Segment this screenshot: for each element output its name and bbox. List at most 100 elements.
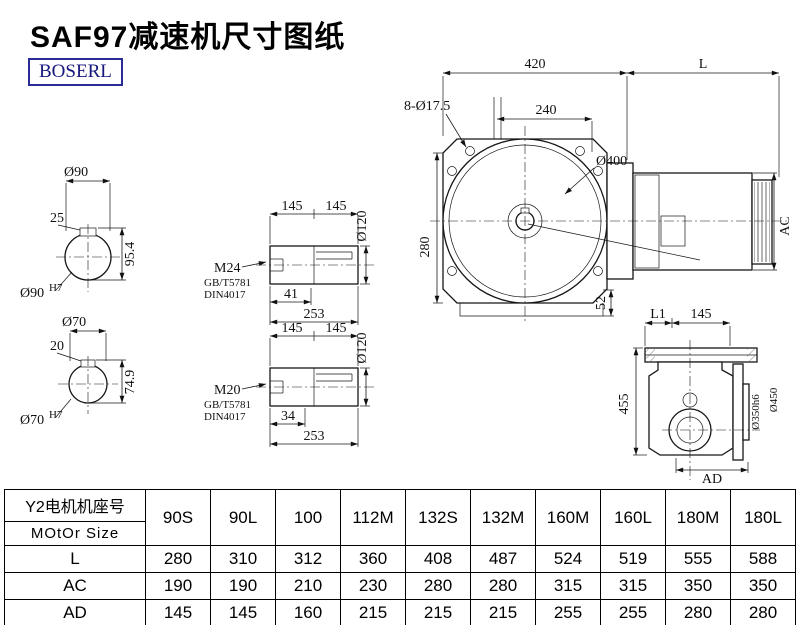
corner-label-cn: Y2电机机座号 [5, 490, 145, 522]
value-cell: 588 [730, 545, 796, 573]
bore-70-tol-sup: H7 [49, 409, 63, 421]
frame-size-cell: 132S [405, 489, 471, 546]
value-cell: 230 [340, 572, 406, 600]
dim-253a-label: 253 [304, 307, 325, 322]
dim-34-label: 34 [281, 409, 295, 424]
value-cell: 555 [665, 545, 731, 573]
value-cell: 145 [210, 599, 276, 625]
dim-145d-label: 145 [326, 321, 347, 336]
std-din4017-label-b: DIN4017 [204, 411, 246, 423]
dim-145b-label: 145 [326, 199, 347, 214]
dim-145-side-label: 145 [691, 307, 712, 322]
std-gbt5781-label-b: GB/T5781 [204, 399, 251, 411]
value-cell: 190 [145, 572, 211, 600]
row-label-cell: L [4, 545, 146, 573]
dim-dia-90-label: Ø90 [64, 165, 88, 180]
dim-L1-label: L1 [650, 307, 666, 322]
dim-dia-120a-label: Ø120 [355, 210, 370, 241]
value-cell: 408 [405, 545, 471, 573]
value-cell: 524 [535, 545, 601, 573]
bore-90-tol-sup: H7 [49, 282, 63, 294]
dim-dia-120b-label: Ø120 [355, 332, 370, 363]
front-view: 420 L 8-Ø17.5 240 Ø400 280 52 AC [404, 57, 793, 322]
frame-size-cell: 112M [340, 489, 406, 546]
corner-label-en: MOtOr Size [30, 525, 120, 542]
frame-size-cell: 90L [210, 489, 276, 546]
value-cell: 280 [730, 599, 796, 625]
value-cell: 280 [405, 572, 471, 600]
frame-size-cell: 90S [145, 489, 211, 546]
dim-280-label: 280 [418, 237, 433, 258]
std-gbt5781-label-a: GB/T5781 [204, 277, 251, 289]
dim-dia-70-label: Ø70 [62, 315, 86, 330]
motor-body [632, 172, 753, 271]
dim-keyheight-954-label: 95.4 [123, 242, 138, 267]
value-cell: 315 [535, 572, 601, 600]
value-cell: 360 [340, 545, 406, 573]
dim-253b-label: 253 [304, 429, 325, 444]
value-cell: 350 [665, 572, 731, 600]
value-cell: 145 [145, 599, 211, 625]
dim-dia-350-label: Ø350h6 [750, 394, 762, 430]
page-title: SAF97减速机尺寸图纸 [30, 21, 346, 54]
value-cell: 255 [535, 599, 601, 625]
dim-AC-label: AC [778, 216, 793, 235]
boserl-logo: BOSERL [28, 58, 123, 86]
table-row-L: L 280 310 312 360 408 487 524 519 555 58… [4, 545, 796, 573]
bore-70-tol-label: Ø70 [20, 413, 44, 428]
value-cell: 215 [470, 599, 536, 625]
row-label-cell: AC [4, 572, 146, 600]
side-output-flange [732, 363, 744, 461]
value-cell: 487 [470, 545, 536, 573]
frame-size-cell: 160M [535, 489, 601, 546]
dim-dia-450-label: Ø450 [768, 387, 780, 412]
corner-cell: Y2电机机座号 MOtOr Size [4, 489, 146, 546]
dim-420-label: 420 [525, 57, 546, 72]
value-cell: 310 [210, 545, 276, 573]
row-label-cell: AD [4, 599, 146, 625]
bore-section-70-view: Ø70 20 74.9 Ø70 H7 [20, 315, 138, 428]
frame-size-cell: 132M [470, 489, 536, 546]
thread-m20-label: M20 [214, 383, 240, 398]
value-cell: 190 [210, 572, 276, 600]
dim-keyheight-749-label: 74.9 [123, 370, 138, 395]
value-cell: 350 [730, 572, 796, 600]
dim-AD-label: AD [702, 472, 722, 487]
value-cell: 215 [340, 599, 406, 625]
dim-52-label: 52 [594, 296, 609, 310]
dim-keywidth-25-label: 25 [50, 211, 64, 226]
side-view: L1 145 455 Ø350h6 Ø450 AD [617, 307, 780, 487]
value-cell: 255 [600, 599, 666, 625]
table-header-row: Y2电机机座号 MOtOr Size 90S 90L 100 112M 132S… [4, 489, 796, 546]
frame-size-cell: 160L [600, 489, 666, 546]
std-din4017-label-a: DIN4017 [204, 289, 246, 301]
dim-145a-label: 145 [282, 199, 303, 214]
value-cell: 215 [405, 599, 471, 625]
bore-section-90-view: Ø90 25 95.4 Ø90 H7 [20, 165, 138, 301]
value-cell: 280 [145, 545, 211, 573]
dim-dia-400-label: Ø400 [596, 154, 627, 169]
value-cell: 519 [600, 545, 666, 573]
value-cell: 280 [665, 599, 731, 625]
value-cell: 160 [275, 599, 341, 625]
thread-m24-label: M24 [214, 261, 240, 276]
dim-L-label: L [699, 57, 708, 72]
dim-145c-label: 145 [282, 321, 303, 336]
dim-240-label: 240 [536, 103, 557, 118]
output-shaft-m20-view: 145 145 Ø120 M20 GB/T5781 DIN4017 34 253 [204, 321, 374, 447]
side-spigot [742, 383, 750, 441]
dim-bolt-holes-label: 8-Ø17.5 [404, 99, 450, 114]
value-cell: 280 [470, 572, 536, 600]
dim-41-label: 41 [284, 287, 298, 302]
frame-size-cell: 100 [275, 489, 341, 546]
motor-dimension-table: Y2电机机座号 MOtOr Size 90S 90L 100 112M 132S… [4, 489, 796, 625]
dim-keywidth-20-label: 20 [50, 339, 64, 354]
dim-455-label: 455 [617, 394, 632, 415]
frame-size-cell: 180L [730, 489, 796, 546]
bore-90-tol-label: Ø90 [20, 286, 44, 301]
output-shaft-m24-view: 145 145 Ø120 M24 GB/T5781 DIN4017 41 253 [204, 199, 374, 325]
technical-drawing: Ø90 25 95.4 Ø90 H7 Ø70 20 [20, 57, 793, 487]
table-row-AC: AC 190 190 210 230 280 280 315 315 350 3… [4, 572, 796, 600]
table-row-AD: AD 145 145 160 215 215 215 255 255 280 2… [4, 599, 796, 625]
